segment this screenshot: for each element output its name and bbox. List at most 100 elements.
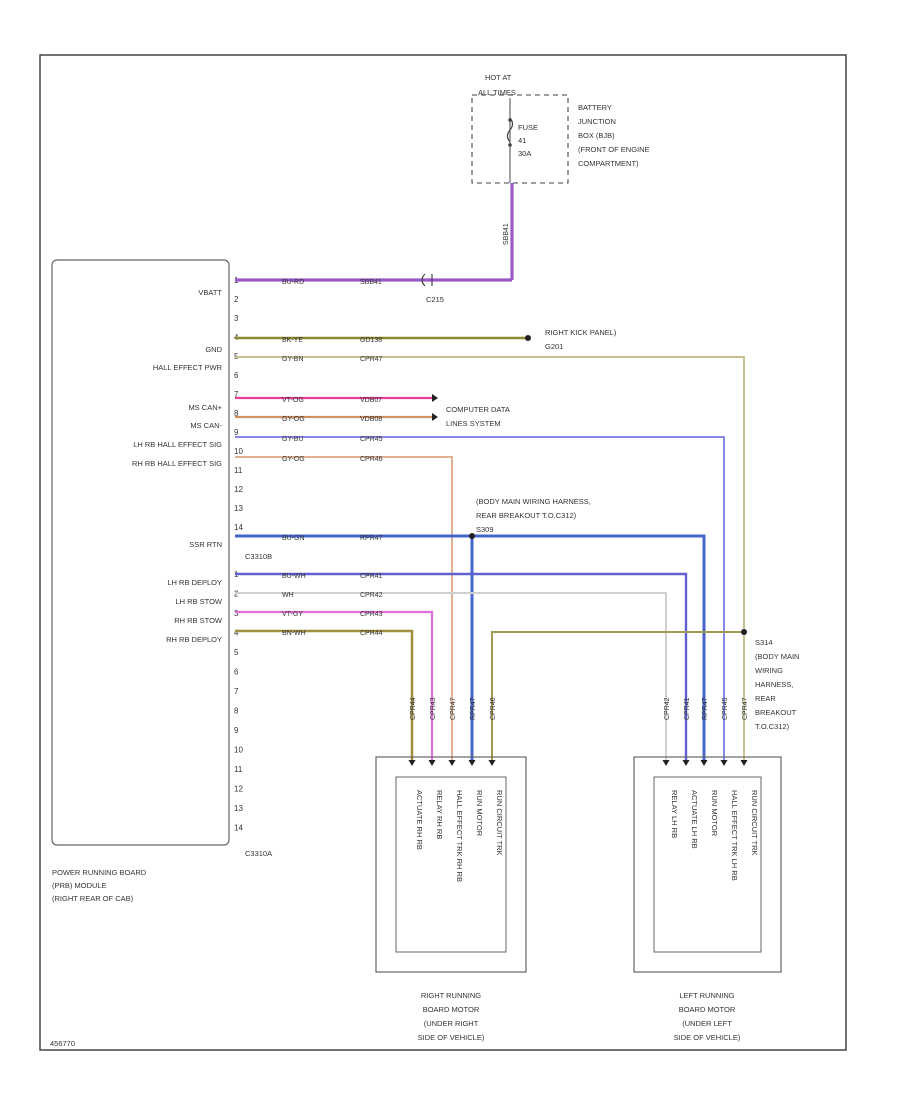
s314-label-3: WIRING <box>755 666 783 675</box>
fuse-terminal-top <box>508 118 512 122</box>
pin-name-gnd: GND <box>205 345 222 354</box>
ground-location-1: RIGHT KICK PANEL) <box>545 328 617 337</box>
left-motor-label-3: (UNDER LEFT <box>682 1019 732 1028</box>
fuse-label-2: 41 <box>518 136 526 145</box>
right-motor-pin-2: RUN MOTOR <box>475 790 484 837</box>
terminal-arrow <box>720 760 728 766</box>
fuse-box-desc-1: BATTERY <box>578 103 612 112</box>
diagram-frame <box>39 54 847 1051</box>
right-wire-label-2: CPR43 <box>430 697 437 720</box>
fuse-box-outline <box>471 94 569 184</box>
splice-s309 <box>469 533 475 539</box>
wire-ssr-rtn-color: BU-GN <box>282 535 305 542</box>
left-motor-pin-5: RELAY LH RB <box>670 790 679 838</box>
right-motor-wire-labels: CPR44 CPR43 CPR47 RPR47 CPR46 <box>410 697 497 720</box>
wire-ssr-rtn-circuit: RPR47 <box>360 535 383 542</box>
hot-at-label-1: HOT AT <box>485 73 512 82</box>
can-minus-arrow <box>432 413 438 421</box>
connector-a-pin-number: 13 <box>234 504 243 513</box>
left-motor-outer <box>633 756 782 973</box>
right-wire-label-3: CPR47 <box>450 697 457 720</box>
connector-c215-label: C215 <box>426 295 444 304</box>
terminal-arrow <box>488 760 496 766</box>
right-motor-outer <box>375 756 527 973</box>
terminal-arrow <box>468 760 476 766</box>
wire-lh-hall-color: GY-BU <box>282 436 304 443</box>
right-wire-label-4: RPR47 <box>470 697 477 720</box>
connector-c3310a-label: C3310A <box>245 849 272 858</box>
wire-lh-hall-circuit: CPR45 <box>360 436 383 443</box>
left-wire-label-3: RPR47 <box>702 697 709 720</box>
wire-ms-can-plus-color: VT-OG <box>282 397 304 404</box>
left-motor-terminals <box>662 760 748 766</box>
wire-lh-deploy <box>235 572 688 760</box>
wire-lh-stow <box>235 592 667 760</box>
connector-b-pin-number: 8 <box>234 707 239 716</box>
fuse-drop-wire-label: SBB41 <box>503 223 510 245</box>
fuse-icon <box>506 117 514 143</box>
wire-lh-stow-color: WH <box>282 592 294 599</box>
fuse-box-desc-2: JUNCTION <box>578 117 616 126</box>
pin-name-ms-can-minus: MS CAN- <box>190 421 222 430</box>
left-motor-pin-3: RUN MOTOR <box>710 790 719 837</box>
wire-ms-can-minus-circuit: VDB08 <box>360 416 382 423</box>
connector-b-pin-number: 12 <box>234 785 243 794</box>
connector-c3310b-label: C3310B <box>245 552 272 561</box>
left-wire-label-4: CPR45 <box>722 697 729 720</box>
terminal-arrow <box>700 760 708 766</box>
terminal-arrow <box>428 760 436 766</box>
hot-at-label-2: ALL TIMES <box>478 88 516 97</box>
left-motor-pin-4: ACTUATE LH RB <box>690 790 699 849</box>
connector-b-pin-number: 14 <box>234 824 243 833</box>
left-motor-pin-2: HALL EFFECT TRK LH RB <box>730 790 739 881</box>
pin-name-rh-deploy: RH RB DEPLOY <box>166 635 222 644</box>
wire-rh-hall-circuit: CPR46 <box>360 456 383 463</box>
wire-rh-deploy <box>235 629 414 760</box>
pin-name-rh-stow: RH RB STOW <box>174 616 223 625</box>
connector-c215-symbol <box>421 273 433 287</box>
wire-hall-pwr-branch-right <box>491 631 744 760</box>
right-motor-label-3: (UNDER RIGHT <box>424 1019 479 1028</box>
left-wire-label-1: CPR42 <box>664 697 671 720</box>
terminal-arrow <box>408 760 416 766</box>
right-motor-pin-4: RELAY RH RB <box>435 790 444 839</box>
connector-a-pin-number: 14 <box>234 523 243 532</box>
wire-lh-deploy-color: BU-WH <box>282 573 306 580</box>
left-wire-label-5: CPR47 <box>742 697 749 720</box>
harness-top-label-3: S309 <box>476 525 494 534</box>
left-wire-label-2: CPR41 <box>684 697 691 720</box>
wire-hall-pwr <box>235 356 745 760</box>
wire-rh-stow-circuit: CPR43 <box>360 611 383 618</box>
wire-rh-stow <box>235 610 434 760</box>
pin-name-lh-deploy: LH RB DEPLOY <box>167 578 222 587</box>
connector-b-pin-number: 4 <box>234 629 239 638</box>
left-motor-wire-labels: CPR42 CPR41 RPR47 CPR45 CPR47 <box>664 697 749 720</box>
wire-hall-pwr-color: GY-BN <box>282 356 304 363</box>
pin-name-ssr-rtn: SSR RTN <box>189 540 222 549</box>
module-label-3: (RIGHT REAR OF CAB) <box>52 894 134 903</box>
connector-a-pin-number: 7 <box>234 390 239 399</box>
wire-vbatt-color: BU-RD <box>282 279 304 286</box>
module-label-2: (PRB) MODULE <box>52 881 107 890</box>
wire-ms-can-minus-color: GY-OG <box>282 416 305 423</box>
right-wire-label-5: CPR46 <box>490 697 497 720</box>
can-plus-arrow <box>432 394 438 402</box>
s314-label-4: HARNESS, <box>755 680 793 689</box>
pin-name-ms-can-plus: MS CAN+ <box>188 403 222 412</box>
right-motor-pin-5: ACTUATE RH RB <box>415 790 424 850</box>
fuse-label-1: FUSE <box>518 123 538 132</box>
connector-b-pin-number: 3 <box>234 609 239 618</box>
connector-a-pin-number: 9 <box>234 428 239 437</box>
wire-rh-deploy-color: BN-WH <box>282 630 306 637</box>
wire-gnd-color: BK-YE <box>282 337 303 344</box>
terminal-arrow <box>448 760 456 766</box>
harness-top-label-2: REAR BREAKOUT T.O.C312) <box>476 511 577 520</box>
right-motor-label-2: BOARD MOTOR <box>423 1005 480 1014</box>
wire-hall-pwr-circuit: CPR47 <box>360 356 383 363</box>
connector-a-pin-number: 11 <box>234 466 243 475</box>
left-motor-pin-1: RUN CIRCUIT TRK <box>750 790 759 856</box>
s314-label-7: T.O.C312) <box>755 722 790 731</box>
connector-a-pin-number: 2 <box>234 295 239 304</box>
right-motor-terminals <box>408 760 496 766</box>
